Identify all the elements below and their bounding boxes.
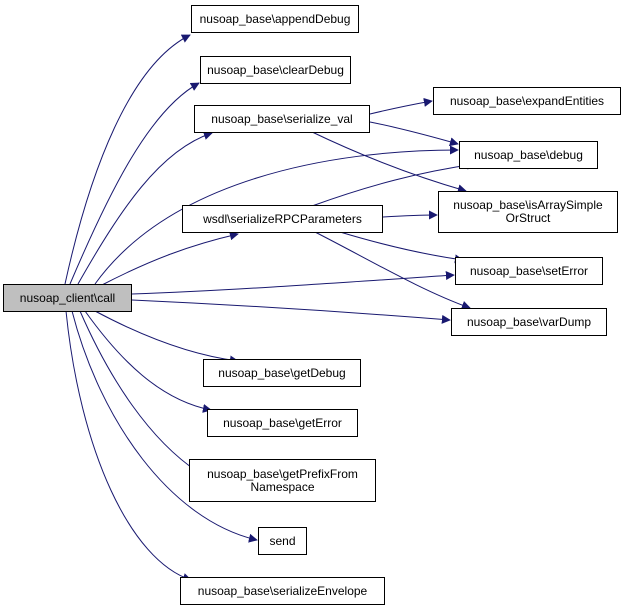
- node-set-error[interactable]: nusoap_base\setError: [455, 257, 603, 285]
- edge-call-getprefix: [79, 310, 199, 473]
- edge-call-vardump: [131, 299, 451, 324]
- node-get-error[interactable]: nusoap_base\getError: [207, 409, 358, 437]
- node-label: nusoap_base\serialize_val: [211, 111, 353, 126]
- node-get-prefix-from-namespace[interactable]: nusoap_base\getPrefixFrom Namespace: [189, 459, 376, 502]
- edge-serializeval-debug: [369, 121, 459, 147]
- edge-serializerpc-isarray: [382, 210, 438, 220]
- edge-call-seterror: [131, 271, 455, 295]
- node-send[interactable]: send: [258, 527, 307, 555]
- edge-call-geterror: [84, 310, 212, 413]
- edge-call-send: [71, 310, 258, 543]
- node-label: nusoap_base\expandEntities: [449, 93, 605, 108]
- node-label: wsdl\serializeRPCParameters: [203, 211, 362, 226]
- node-clear-debug[interactable]: nusoap_base\clearDebug: [200, 56, 351, 84]
- node-serialize-rpc-parameters[interactable]: wsdl\serializeRPCParameters: [182, 205, 383, 233]
- node-label: nusoap_base\clearDebug: [207, 62, 344, 77]
- node-expand-entities[interactable]: nusoap_base\expandEntities: [433, 87, 621, 115]
- node-label: nusoap_base\isArraySimple OrStruct: [453, 198, 603, 225]
- node-serialize-envelope[interactable]: nusoap_base\serializeEnvelope: [180, 577, 385, 605]
- node-var-dump[interactable]: nusoap_base\varDump: [451, 308, 607, 336]
- node-label: nusoap_base\varDump: [466, 314, 592, 329]
- edge-call-serializeval: [77, 131, 213, 285]
- node-label: nusoap_base\appendDebug: [199, 11, 351, 26]
- node-label: send: [269, 533, 296, 548]
- node-debug[interactable]: nusoap_base\debug: [459, 141, 598, 169]
- node-append-debug[interactable]: nusoap_base\appendDebug: [191, 5, 359, 33]
- edge-call-appenddebug: [64, 34, 191, 285]
- node-label: nusoap_base\getDebug: [218, 365, 346, 380]
- node-serialize-val[interactable]: nusoap_base\serialize_val: [194, 105, 370, 133]
- edge-call-getdebug: [94, 310, 239, 365]
- edge-call-debug: [94, 145, 459, 285]
- node-label: nusoap_base\debug: [474, 147, 583, 162]
- node-label: nusoap_client\call: [19, 290, 116, 305]
- edge-serializerpc-vardump: [314, 231, 471, 310]
- node-label: nusoap_base\getPrefixFrom Namespace: [207, 466, 358, 494]
- edge-serializeval-expandentities: [369, 97, 433, 115]
- node-label: nusoap_base\serializeEnvelope: [197, 583, 368, 598]
- edge-call-serializerpc: [99, 231, 239, 287]
- node-nusoap-client-call: nusoap_client\call: [3, 284, 132, 312]
- node-is-array-simple-or-struct[interactable]: nusoap_base\isArraySimple OrStruct: [438, 191, 618, 233]
- edge-serializerpc-debug: [311, 160, 476, 207]
- edge-call-cleardebug: [69, 82, 200, 285]
- node-label: nusoap_base\getError: [223, 415, 342, 430]
- edge-call-serializeenvelope: [65, 310, 192, 582]
- node-label: nusoap_base\setError: [469, 263, 589, 278]
- node-get-debug[interactable]: nusoap_base\getDebug: [203, 359, 361, 387]
- edge-serializeval-isarray: [309, 130, 467, 194]
- edge-serializerpc-seterror: [339, 231, 464, 264]
